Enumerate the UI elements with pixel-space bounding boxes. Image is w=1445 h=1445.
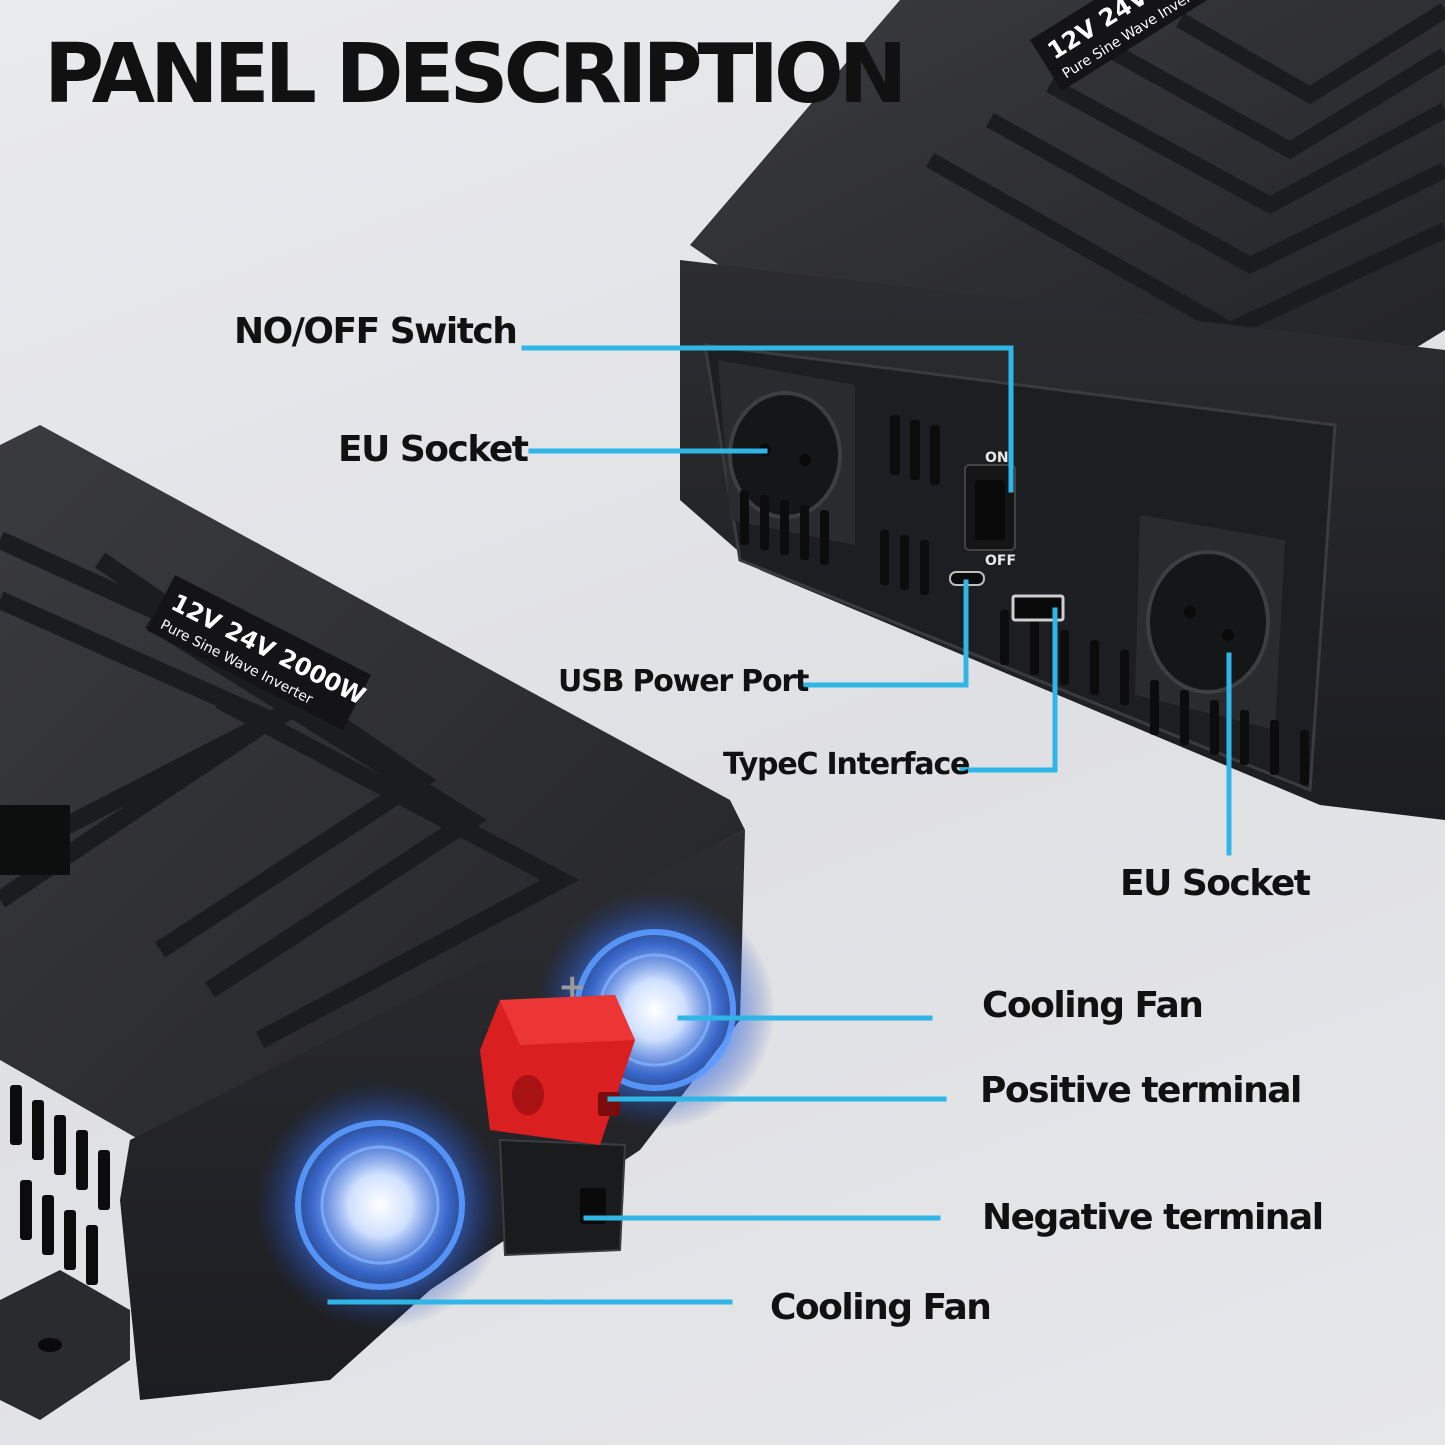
callout-cooling-fan-bottom: Cooling Fan [770,1287,992,1328]
digital-display [0,805,70,875]
vent-slots-top-right [740,415,1309,785]
leader-typec [959,607,1058,773]
cooling-fan-bottom [255,1080,505,1330]
eu-socket-right [1135,515,1285,730]
leader-lines [327,345,1232,1305]
callout-switch: NO/OFF Switch [234,311,518,352]
negative-terminal [498,1138,627,1257]
leader-switch [521,345,1014,493]
inverter-bottom-left: 12V 24V 2000W Pure Sine Wave Inverter [0,425,775,1420]
callout-eu-socket-left: EU Socket [338,429,529,470]
mounting-foot [0,1270,130,1420]
callout-usb-port: USB Power Port [558,664,809,699]
rocker-switch[interactable]: ON OFF [964,450,1016,569]
vent-slots-bottom-left [10,1085,110,1285]
callout-cooling-fan-top: Cooling Fan [982,985,1204,1026]
leader-usb [801,579,969,688]
page-title: PANEL DESCRIPTION [44,27,907,122]
callout-negative-terminal: Negative terminal [982,1197,1324,1238]
switch-off-mark: OFF [985,553,1016,569]
inverter-top-right: 12V 24V 2000W Pure Sine Wave Inverter [680,0,1445,820]
callout-eu-socket-right: EU Socket [1120,863,1311,904]
inverter-top-surface [690,0,1445,370]
positive-terminal [480,995,635,1145]
switch-on-mark: ON [985,450,1009,466]
callout-positive-terminal: Positive terminal [980,1070,1302,1111]
usb-a-port[interactable] [1011,594,1065,622]
callout-typec: TypeC Interface [723,747,970,782]
